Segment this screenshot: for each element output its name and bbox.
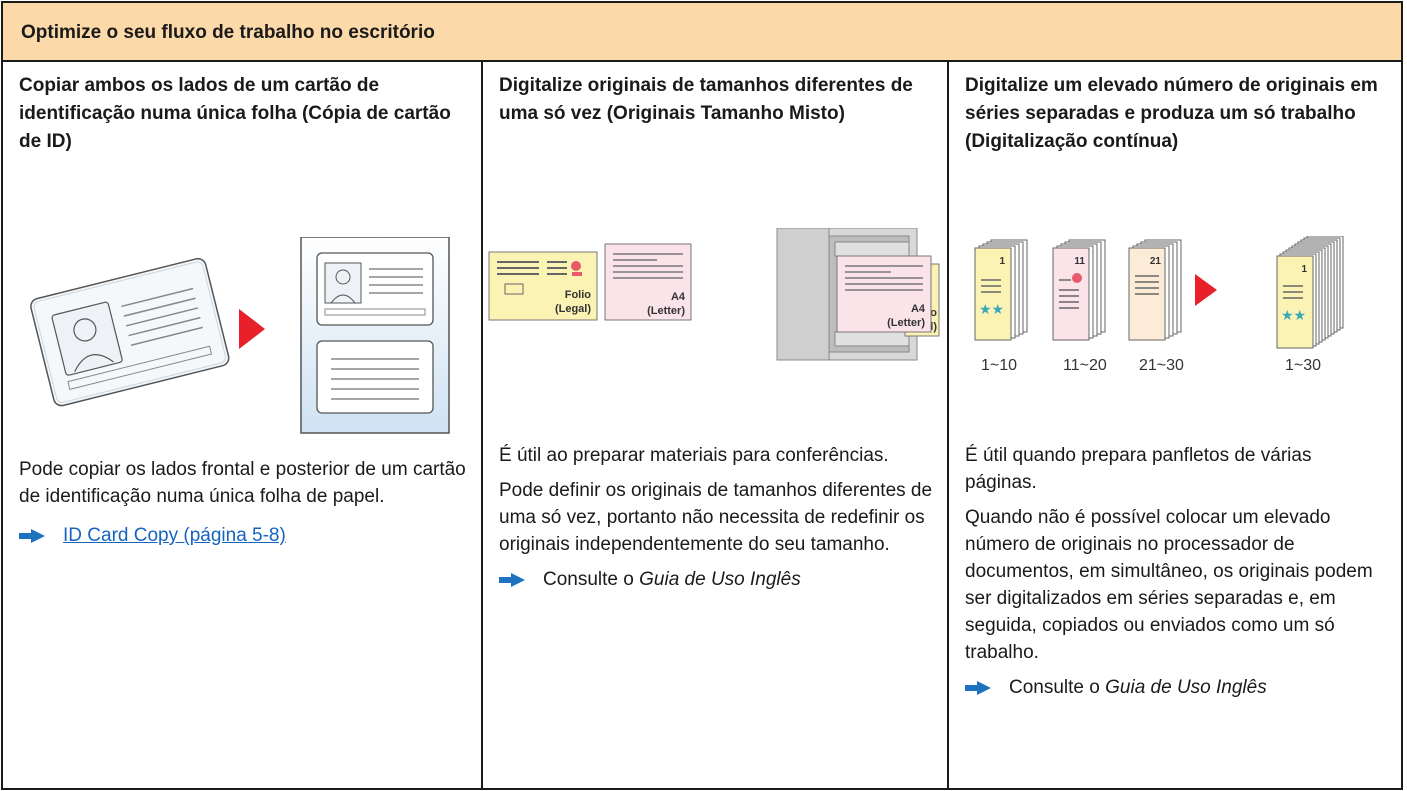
card-alt-label: (Letter)	[647, 305, 685, 317]
card-size-label: A4	[671, 291, 686, 303]
reference-text: Consulte o Guia de Uso Inglês	[543, 566, 801, 593]
original-card-a4: A4 (Letter)	[604, 243, 692, 321]
feature-column-mixed-size-originals: Digitalize originais de tamanhos diferen…	[483, 62, 949, 788]
play-arrow-icon	[1195, 274, 1217, 306]
column-title: Digitalize originais de tamanhos diferen…	[499, 75, 913, 124]
section-title: Optimize o seu fluxo de trabalho no escr…	[21, 22, 435, 43]
card-size-label: o	[930, 307, 937, 319]
feature-column-continuous-scan: Digitalize um elevado número de originai…	[949, 62, 1401, 788]
body-text: Pode definir os originais de tamanhos di…	[499, 480, 933, 555]
page-number: 1	[999, 256, 1005, 267]
reference-arrow-icon	[965, 680, 991, 695]
page-stack-icon: 1 ★★	[1276, 236, 1344, 349]
guide-reference: Guia de Uso Inglês	[1105, 677, 1267, 698]
reference-line: Consulte o Guia de Uso Inglês	[499, 566, 933, 593]
body-text: Quando não é possível colocar um elevado…	[965, 507, 1373, 663]
column-body: É útil ao preparar materiais para confer…	[499, 442, 933, 593]
original-card-folio: Folio (Legal)	[488, 251, 598, 321]
id-card-copy-link[interactable]: ID Card Copy (página 5-8)	[63, 525, 286, 546]
card-alt-label: l)	[930, 321, 937, 333]
page-number: 21	[1150, 256, 1162, 267]
column-title: Digitalize um elevado número de originai…	[965, 75, 1378, 152]
page-stack-icon: 1 ★★	[974, 239, 1028, 341]
card-alt-label: (Legal)	[555, 303, 591, 315]
page-stack-icon: 21	[1128, 239, 1182, 341]
column-body: Pode copiar os lados frontal e posterior…	[19, 456, 467, 549]
reference-text: Consulte o Guia de Uso Inglês	[1009, 674, 1267, 701]
play-arrow-icon	[239, 309, 265, 349]
id-card-copy-illustration	[30, 237, 450, 434]
section-header: Optimize o seu fluxo de trabalho no escr…	[3, 3, 1401, 62]
range-label: 1~30	[1285, 357, 1322, 374]
continuous-scan-illustration: 1 ★★ 11	[974, 236, 1344, 349]
reference-prefix: Consulte o	[1009, 677, 1106, 698]
range-label: 1~10	[981, 357, 1018, 374]
page-icon	[300, 237, 450, 434]
svg-text:★★: ★★	[979, 301, 1004, 317]
reference-line: ID Card Copy (página 5-8)	[19, 522, 467, 549]
column-title: Copiar ambos os lados de um cartão de id…	[19, 75, 451, 152]
range-label: 21~30	[1139, 357, 1184, 374]
svg-text:★★: ★★	[1281, 307, 1306, 323]
column-body: É útil quando prepara panfletos de vária…	[965, 442, 1387, 701]
body-text: É útil ao preparar materiais para confer…	[499, 445, 889, 466]
card-size-label: Folio	[565, 289, 592, 301]
reference-prefix: Consulte o	[543, 569, 640, 590]
page-number: 1	[1301, 264, 1307, 275]
reference-arrow-icon	[499, 572, 525, 587]
document-feeder-icon: o l) A4 (Letter)	[776, 228, 940, 361]
body-text: É útil quando prepara panfletos de vária…	[965, 445, 1312, 493]
feature-column-id-card-copy: Copiar ambos os lados de um cartão de id…	[3, 62, 483, 788]
id-card-icon	[30, 257, 230, 407]
card-size-label: A4	[911, 303, 926, 315]
card-alt-label: (Letter)	[887, 317, 925, 329]
guide-reference: Guia de Uso Inglês	[639, 569, 801, 590]
page-stack-icon: 11	[1052, 239, 1106, 341]
mixed-size-illustration: Folio (Legal) A4 (Letter)	[488, 228, 940, 361]
body-text: Pode copiar os lados frontal e posterior…	[19, 459, 466, 507]
range-label: 11~20	[1063, 357, 1107, 374]
reference-line: Consulte o Guia de Uso Inglês	[965, 674, 1387, 701]
page-number: 11	[1074, 256, 1085, 267]
reference-arrow-icon	[19, 528, 45, 543]
